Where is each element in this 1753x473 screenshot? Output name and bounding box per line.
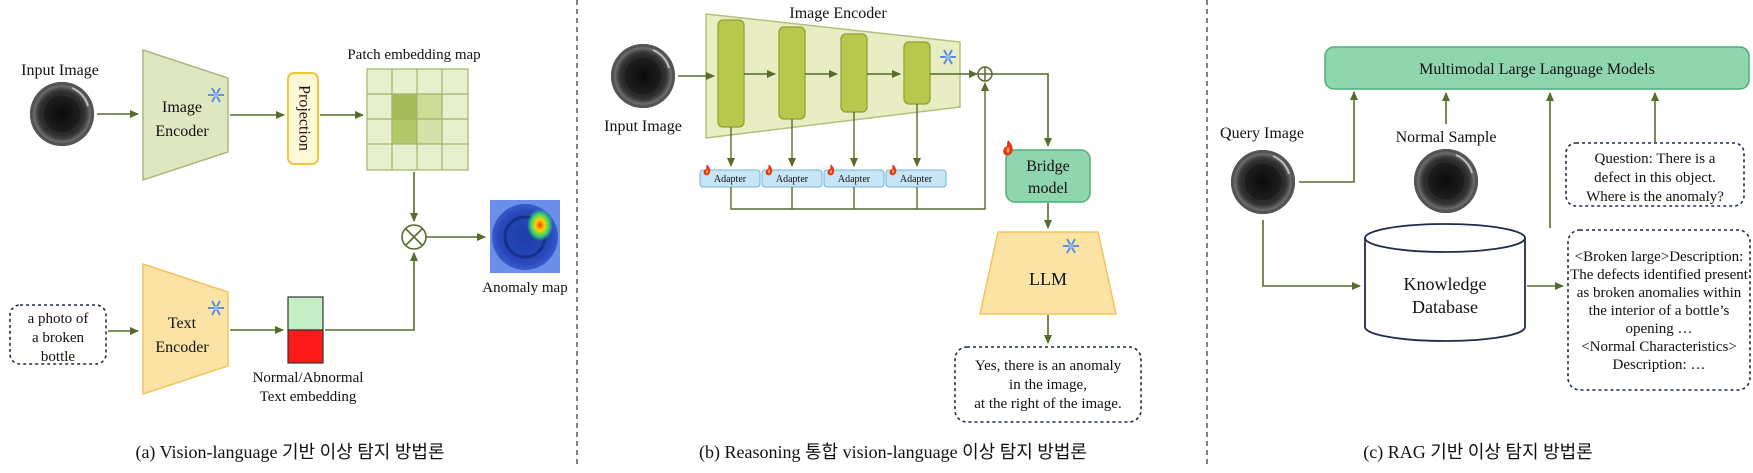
bridge-label-1: Bridge (1026, 158, 1070, 175)
panel-c: Multimodal Large Language Models Query I… (1220, 46, 1751, 463)
query-image-label: Query Image (1220, 125, 1304, 142)
add-node (977, 66, 993, 82)
patch-embedding-grid (366, 68, 469, 171)
flame-icon (889, 164, 897, 176)
bottle-image (1229, 148, 1297, 216)
retrieved-line-5: opening … (1625, 321, 1692, 337)
prompt-line-2: a broken (32, 330, 85, 346)
input-image-b-label: Input Image (604, 118, 682, 135)
adapter-label-1: Adapter (714, 174, 747, 185)
anomaly-heatmap-image (490, 200, 560, 273)
question-box (1565, 142, 1745, 207)
projection-box (287, 72, 319, 165)
question-line-1: Question: There is a (1595, 151, 1716, 167)
text-embedding-label-2: Text embedding (260, 389, 357, 405)
answer-line-2: in the image, (1009, 377, 1087, 393)
question-line-2: defect in this object. (1594, 170, 1716, 186)
image-encoder-label-2: Encoder (155, 123, 209, 140)
bridge-label-2: model (1028, 180, 1069, 197)
normal-sample-label: Normal Sample (1396, 129, 1497, 146)
llm-block (979, 231, 1117, 315)
knowledge-db-label-2: Database (1412, 297, 1478, 317)
encoder-blocks (717, 19, 931, 128)
text-prompt-box (9, 304, 107, 365)
bridge-model (1005, 149, 1091, 203)
panel-a: Input Image Image Encoder Projection Pat… (9, 47, 568, 463)
flame-icon (703, 164, 711, 176)
text-embedding-label-1: Normal/Abnormal (253, 370, 364, 386)
llm-label: LLM (1029, 269, 1067, 289)
adapter-label-2: Adapter (776, 174, 809, 185)
retrieved-line-2: The defects identified present (1570, 267, 1749, 283)
adapter-label-4: Adapter (900, 174, 933, 185)
text-encoder-label-2: Encoder (155, 339, 209, 356)
adapter-label-3: Adapter (838, 174, 871, 185)
retrieved-line-1: <Broken large>Description: (1575, 249, 1744, 265)
caption-b: (b) Reasoning 통합 vision-language 이상 탐지 방… (699, 442, 1087, 463)
answer-line-1: Yes, there is an anomaly (975, 358, 1122, 374)
answer-box (954, 346, 1142, 423)
projection-label: Projection (295, 85, 312, 151)
question-line-3: Where is the anomaly? (1586, 189, 1724, 205)
input-image-label: Input Image (21, 62, 99, 79)
mllm-label: Multimodal Large Language Models (1419, 61, 1655, 78)
mllm-box (1324, 46, 1750, 90)
knowledge-db-label-1: Knowledge (1404, 274, 1487, 294)
image-encoder-a (142, 48, 229, 182)
retrieved-line-4: the interior of a bottle’s (1589, 303, 1730, 319)
flame-icon (1003, 140, 1013, 156)
retrieved-line-7: Description: … (1613, 357, 1706, 373)
prompt-line-3: bottle (41, 349, 76, 365)
panel-b: Image Encoder Input Image (604, 5, 1142, 463)
retrieved-line-3: as broken anomalies within (1577, 285, 1742, 301)
patch-map-label: Patch embedding map (347, 47, 480, 63)
retrieved-line-6: <Normal Characteristics> (1581, 339, 1737, 355)
multiply-node (401, 224, 427, 250)
bottle-image (28, 80, 96, 148)
prompt-line-1: a photo of (28, 311, 89, 327)
knowledge-database (1364, 223, 1526, 342)
bottle-image (609, 42, 677, 110)
bottle-image (1412, 147, 1480, 215)
adapter-row: Adapter Adapter Adapter Adapter (699, 164, 947, 188)
retrieved-context-box (1567, 229, 1751, 391)
anomaly-map-label: Anomaly map (482, 280, 567, 296)
text-encoder-label-1: Text (168, 315, 197, 332)
caption-c: (c) RAG 기반 이상 탐지 방법론 (1363, 442, 1593, 463)
image-encoder-b-label: Image Encoder (789, 5, 887, 22)
text-embedding-vector (287, 296, 324, 364)
image-encoder-label-1: Image (162, 99, 202, 116)
flame-icon (765, 164, 773, 176)
text-encoder (142, 262, 229, 396)
flame-icon (827, 164, 835, 176)
caption-a: (a) Vision-language 기반 이상 탐지 방법론 (135, 442, 444, 463)
answer-line-3: at the right of the image. (974, 396, 1121, 412)
